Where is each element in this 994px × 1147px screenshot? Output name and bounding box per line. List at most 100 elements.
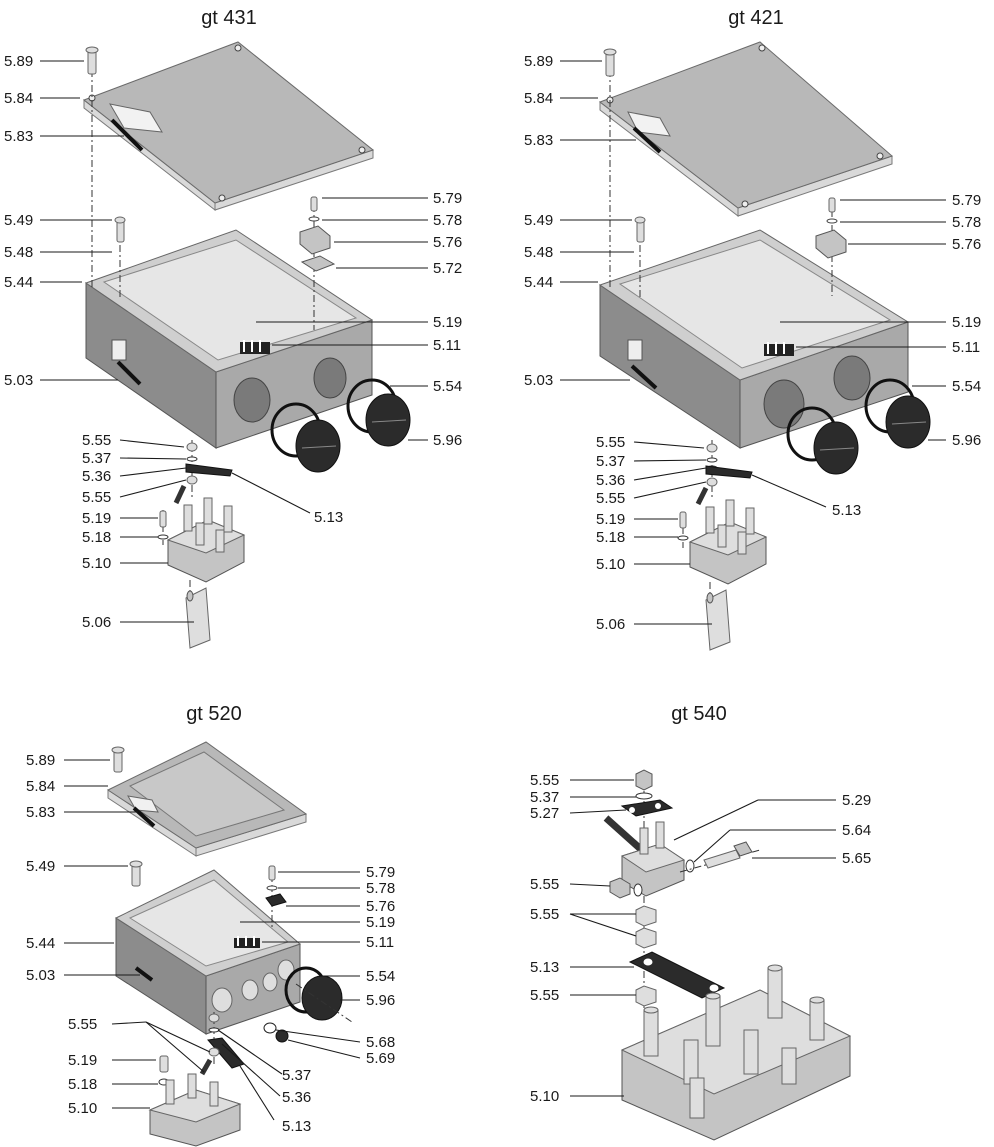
- leader-lines: [560, 60, 946, 625]
- part-label: 5.55: [530, 876, 559, 893]
- part-label: 5.19: [366, 914, 395, 931]
- part-label: 5.10: [82, 555, 111, 572]
- part-labels: 5.55 5.37 5.27 5.55 5.55 5.13 5.55 5.10 …: [530, 772, 871, 1105]
- diagram-gt-520: gt 520: [26, 703, 395, 1147]
- part-label: 5.48: [4, 244, 33, 261]
- diagram-title: gt 421: [728, 7, 784, 29]
- part-label: 5.44: [26, 935, 55, 952]
- part-label: 5.76: [366, 898, 395, 915]
- part-label: 5.78: [366, 880, 395, 897]
- enclosure-box: [114, 869, 301, 1035]
- part-label: 5.54: [433, 378, 462, 395]
- part-label: 5.76: [433, 234, 462, 251]
- leader-lines: [64, 759, 361, 1121]
- diagram-gt-540: gt 540: [530, 703, 871, 1141]
- part-label: 5.19: [82, 510, 111, 527]
- part-label: 5.49: [4, 212, 33, 229]
- part-label: 5.55: [82, 489, 111, 506]
- part-label: 5.10: [68, 1100, 97, 1117]
- part-label: 5.55: [68, 1016, 97, 1033]
- diagram-title: gt 520: [186, 703, 242, 725]
- part-label: 5.13: [314, 509, 343, 526]
- part-label: 5.03: [524, 372, 553, 389]
- part-label: 5.37: [530, 789, 559, 806]
- part-label: 5.03: [26, 967, 55, 984]
- cover-lid: [82, 41, 375, 212]
- diagram-title: gt 540: [671, 703, 727, 725]
- part-label: 5.83: [4, 128, 33, 145]
- part-label: 5.36: [282, 1089, 311, 1106]
- part-label: 5.55: [530, 906, 559, 923]
- part-label: 5.48: [524, 244, 553, 261]
- part-label: 5.64: [842, 822, 871, 839]
- part-label: 5.44: [524, 274, 553, 291]
- diagram-title: gt 431: [201, 7, 257, 29]
- part-label: 5.06: [596, 616, 625, 633]
- part-label: 5.54: [952, 378, 981, 395]
- part-label: 5.84: [524, 90, 553, 107]
- part-label: 5.49: [26, 858, 55, 875]
- part-label: 5.55: [82, 432, 111, 449]
- part-label: 5.96: [952, 432, 981, 449]
- enclosure-box: [598, 229, 910, 449]
- part-label: 5.37: [82, 450, 111, 467]
- part-label: 5.19: [596, 511, 625, 528]
- part-label: 5.19: [433, 314, 462, 331]
- terminal-base: [620, 964, 852, 1141]
- part-label: 5.19: [68, 1052, 97, 1069]
- part-label: 5.18: [596, 529, 625, 546]
- leader-lines: [569, 779, 836, 1097]
- cover-lid: [598, 41, 893, 218]
- terminal-base: [688, 499, 768, 585]
- part-label: 5.29: [842, 792, 871, 809]
- part-label: 5.84: [26, 778, 55, 795]
- part-label: 5.89: [4, 53, 33, 70]
- diagram-gt-431: gt 431: [4, 7, 462, 649]
- part-label: 5.79: [366, 864, 395, 881]
- part-label: 5.06: [82, 614, 111, 631]
- part-label: 5.65: [842, 850, 871, 867]
- part-label: 5.37: [596, 453, 625, 470]
- part-label: 5.13: [832, 502, 861, 519]
- terminal-base: [166, 497, 246, 583]
- part-label: 5.89: [26, 752, 55, 769]
- part-label: 5.36: [596, 472, 625, 489]
- part-label: 5.89: [524, 53, 553, 70]
- part-label: 5.55: [530, 772, 559, 789]
- part-label: 5.79: [433, 190, 462, 207]
- part-label: 5.10: [596, 556, 625, 573]
- part-label: 5.78: [952, 214, 981, 231]
- part-label: 5.11: [366, 934, 394, 951]
- part-label: 5.96: [366, 992, 395, 1009]
- part-label: 5.96: [433, 432, 462, 449]
- part-label: 5.10: [530, 1088, 559, 1105]
- part-label: 5.03: [4, 372, 33, 389]
- part-label: 5.83: [26, 804, 55, 821]
- part-label: 5.11: [433, 337, 461, 354]
- part-label: 5.44: [4, 274, 33, 291]
- part-label: 5.68: [366, 1034, 395, 1051]
- part-label: 5.79: [952, 192, 981, 209]
- part-label: 5.84: [4, 90, 33, 107]
- part-label: 5.18: [68, 1076, 97, 1093]
- part-label: 5.78: [433, 212, 462, 229]
- part-label: 5.55: [530, 987, 559, 1004]
- part-label: 5.55: [596, 434, 625, 451]
- part-label: 5.19: [952, 314, 981, 331]
- diagram-gt-421: gt 421: [524, 7, 981, 651]
- part-labels: 5.89 5.84 5.83 5.49 5.48 5.44 5.03 5.79 …: [4, 53, 462, 631]
- part-labels: 5.89 5.84 5.83 5.49 5.48 5.44 5.03 5.79 …: [524, 53, 981, 633]
- cover-lid: [106, 741, 308, 857]
- part-label: 5.27: [530, 805, 559, 822]
- part-label: 5.54: [366, 968, 395, 985]
- part-label: 5.18: [82, 529, 111, 546]
- part-label: 5.72: [433, 260, 462, 277]
- part-label: 5.76: [952, 236, 981, 253]
- leader-lines: [40, 60, 428, 623]
- part-label: 5.37: [282, 1067, 311, 1084]
- part-label: 5.69: [366, 1050, 395, 1067]
- part-label: 5.13: [530, 959, 559, 976]
- part-labels: 5.89 5.84 5.83 5.49 5.44 5.03 5.55 5.19 …: [26, 752, 395, 1135]
- part-label: 5.55: [596, 490, 625, 507]
